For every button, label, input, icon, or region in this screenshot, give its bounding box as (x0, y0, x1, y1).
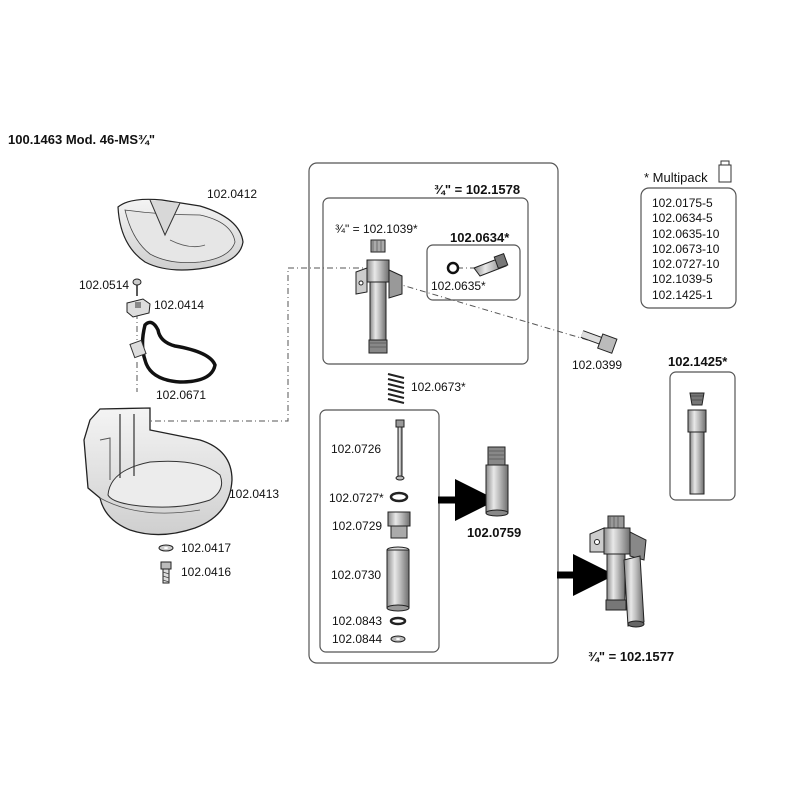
label-clip: 102.0414 (154, 298, 205, 312)
assembly-0759-drawing (485, 446, 509, 517)
label-washer: 102.0417 (181, 541, 232, 555)
label-part-0635: 102.0635* (431, 279, 486, 293)
label-bolt: 102.0416 (181, 565, 232, 579)
multipack-item: 102.0635-10 (652, 226, 720, 241)
multipack-frame (640, 187, 737, 309)
wire-bracket-0671-drawing (129, 320, 217, 384)
valve-1039-drawing (355, 239, 403, 354)
multipack-item: 102.0673-10 (652, 241, 720, 256)
label-washer-0844: 102.0844 (332, 632, 383, 646)
assembly-1577-drawing (589, 515, 647, 628)
label-bolt-0399: 102.0399 (572, 358, 623, 372)
label-pin-0726: 102.0726 (331, 442, 382, 456)
cap-0634-drawing (473, 253, 509, 277)
sleeve-0730-drawing (386, 546, 410, 612)
inner-parts-subframe (319, 409, 440, 653)
multipack-item: 102.1039-5 (652, 272, 713, 287)
bowl-top-drawing (117, 198, 244, 271)
nut-0729-drawing (387, 511, 411, 539)
label-kit-1425: 102.1425* (668, 354, 728, 369)
bolt-0416-drawing (160, 561, 172, 584)
multipack-item: 102.0727-10 (652, 257, 720, 272)
label-spring-0673: 102.0673* (411, 380, 466, 394)
label-ring-0727: 102.0727* (329, 491, 384, 505)
clip-0414-drawing (126, 298, 151, 318)
oring-0635-drawing (446, 261, 460, 275)
label-assembly-1577: ¾" = 102.1577 (588, 649, 675, 664)
assembly-frame (308, 162, 559, 664)
oring-0843-drawing (389, 616, 407, 626)
valve-subframe (322, 197, 529, 365)
screw-0514-drawing (132, 278, 142, 296)
multipack-item: 102.1425-1 (652, 287, 713, 302)
kit-1425-frame (669, 371, 736, 501)
multipack-box-icon (718, 160, 732, 183)
label-assembly-0759: 102.0759 (467, 525, 522, 540)
label-bracket-wire: 102.0671 (156, 388, 207, 402)
page-title: 100.1463 Mod. 46-MS¾" (8, 132, 156, 147)
label-bowl-main: 102.0413 (229, 487, 280, 501)
label-nut-0729: 102.0729 (332, 519, 383, 533)
label-sleeve-0730: 102.0730 (331, 568, 382, 582)
label-valve-1039: ¾" = 102.1039* (335, 222, 418, 236)
washer-0417-drawing (158, 544, 174, 552)
bowl-main-drawing (83, 407, 233, 536)
kit-0634-subframe (426, 244, 521, 301)
bolt-0399-drawing (580, 330, 618, 354)
washer-0844-drawing (390, 635, 406, 643)
kit-1425-drawing (687, 392, 707, 495)
label-assembly-1578: ¾" = 102.1578 (434, 182, 521, 197)
spring-0673-drawing (387, 373, 405, 404)
label-screw-small: 102.0514 (79, 278, 130, 292)
ring-0727-drawing (389, 491, 409, 503)
label-oring-0843: 102.0843 (332, 614, 383, 628)
multipack-item: 102.0175-5 (652, 196, 713, 210)
label-kit-0634: 102.0634* (450, 230, 510, 245)
multipack-list: 102.0175-5 102.0634-5 102.0635-10 102.06… (652, 196, 719, 303)
pin-0726-drawing (395, 419, 405, 481)
label-bowl-top: 102.0412 (207, 187, 258, 201)
multipack-item: 102.0634-5 (652, 211, 713, 226)
multipack-heading: * Multipack (644, 170, 708, 185)
